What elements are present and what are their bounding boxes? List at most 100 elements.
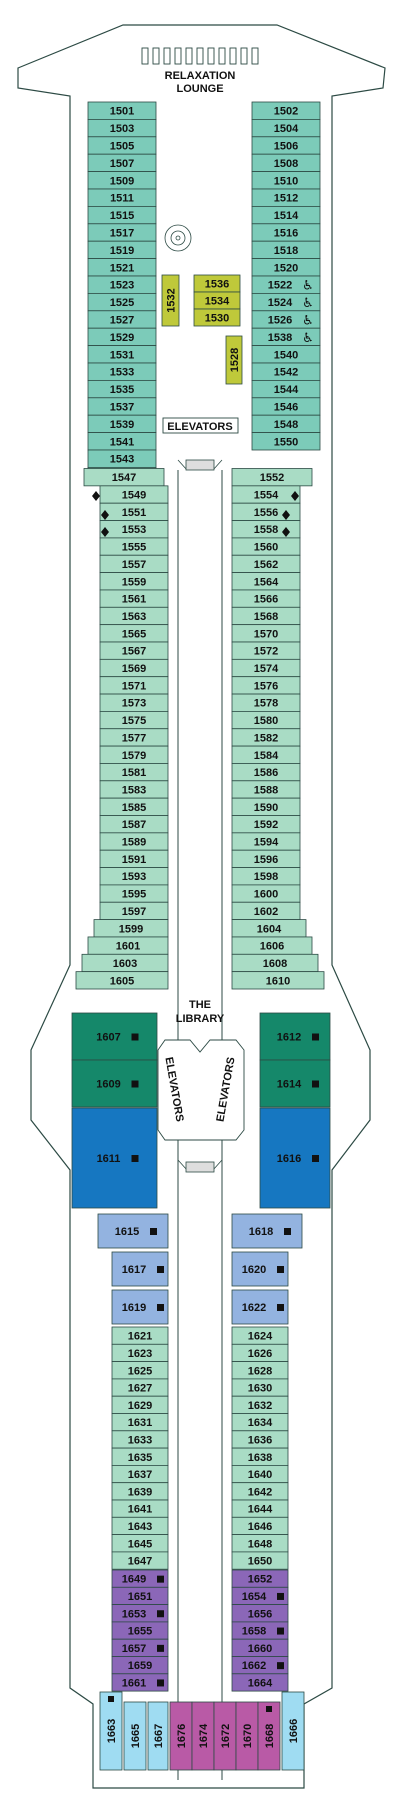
cabin-1550[interactable]: 1550 (251, 432, 321, 451)
cabin-1600[interactable]: 1600 (231, 884, 301, 903)
cabin-1659[interactable]: 1659 (111, 1656, 169, 1675)
cabin-1525[interactable]: 1525 (87, 292, 157, 312)
cabin-1603[interactable]: 1603 (81, 953, 169, 973)
cabin-1534[interactable]: 1534 (193, 291, 241, 310)
cabin-1608[interactable]: 1608 (231, 953, 319, 973)
cabin-1575[interactable]: 1575 (99, 711, 169, 730)
cabin-1642[interactable]: 1642 (231, 1482, 289, 1501)
cabin-1620[interactable]: 1620 (231, 1251, 289, 1287)
cabin-1554[interactable]: 1554 (231, 485, 301, 504)
cabin-1627[interactable]: 1627 (111, 1378, 169, 1397)
cabin-1670[interactable]: 1670 (235, 1701, 259, 1771)
cabin-1645[interactable]: 1645 (111, 1534, 169, 1553)
cabin-1578[interactable]: 1578 (231, 693, 301, 712)
cabin-1504[interactable]: 1504 (251, 119, 321, 138)
cabin-1514[interactable]: 1514 (251, 205, 321, 225)
cabin-1601[interactable]: 1601 (87, 936, 169, 955)
cabin-1612[interactable]: 1612 (259, 1012, 331, 1061)
cabin-1598[interactable]: 1598 (231, 867, 301, 886)
cabin-1657[interactable]: 1657 (111, 1638, 169, 1657)
cabin-1618[interactable]: 1618 (231, 1213, 303, 1249)
cabin-1562[interactable]: 1562 (231, 554, 301, 574)
cabin-1614[interactable]: 1614 (259, 1059, 331, 1108)
cabin-1509[interactable]: 1509 (87, 171, 157, 190)
cabin-1568[interactable]: 1568 (231, 606, 301, 626)
cabin-1538[interactable]: 1538♿ (251, 327, 321, 347)
cabin-1587[interactable]: 1587 (99, 815, 169, 834)
cabin-1607[interactable]: 1607 (71, 1012, 158, 1061)
cabin-1532[interactable]: 1532 (161, 274, 180, 327)
cabin-1585[interactable]: 1585 (99, 797, 169, 816)
cabin-1570[interactable]: 1570 (231, 624, 301, 643)
cabin-1665[interactable]: 1665 (123, 1701, 147, 1771)
cabin-1626[interactable]: 1626 (231, 1343, 289, 1363)
cabin-1559[interactable]: 1559 (99, 572, 169, 591)
cabin-1530[interactable]: 1530 (193, 308, 241, 327)
cabin-1576[interactable]: 1576 (231, 676, 301, 695)
cabin-1623[interactable]: 1623 (111, 1343, 169, 1363)
cabin-1619[interactable]: 1619 (111, 1289, 169, 1325)
cabin-1616[interactable]: 1616 (259, 1107, 331, 1209)
cabin-1523[interactable]: 1523 (87, 275, 157, 294)
cabin-1551[interactable]: 1551 (99, 502, 169, 521)
cabin-1537[interactable]: 1537 (87, 397, 157, 416)
cabin-1543[interactable]: 1543 (87, 449, 157, 468)
cabin-1565[interactable]: 1565 (99, 624, 169, 643)
cabin-1519[interactable]: 1519 (87, 240, 157, 259)
cabin-1625[interactable]: 1625 (111, 1361, 169, 1380)
cabin-1540[interactable]: 1540 (251, 345, 321, 364)
cabin-1606[interactable]: 1606 (231, 936, 313, 955)
cabin-1506[interactable]: 1506 (251, 136, 321, 155)
cabin-1653[interactable]: 1653 (111, 1604, 169, 1623)
cabin-1674[interactable]: 1674 (191, 1701, 215, 1771)
cabin-1522[interactable]: 1522♿ (251, 275, 321, 294)
cabin-1666[interactable]: 1666 (281, 1691, 305, 1771)
cabin-1574[interactable]: 1574 (231, 658, 301, 678)
cabin-1595[interactable]: 1595 (99, 884, 169, 903)
cabin-1589[interactable]: 1589 (99, 832, 169, 851)
cabin-1599[interactable]: 1599 (93, 919, 169, 938)
cabin-1579[interactable]: 1579 (99, 745, 169, 764)
cabin-1632[interactable]: 1632 (231, 1395, 289, 1414)
cabin-1505[interactable]: 1505 (87, 136, 157, 155)
cabin-1572[interactable]: 1572 (231, 641, 301, 660)
cabin-1567[interactable]: 1567 (99, 641, 169, 660)
cabin-1539[interactable]: 1539 (87, 414, 157, 434)
cabin-1577[interactable]: 1577 (99, 728, 169, 747)
cabin-1664[interactable]: 1664 (231, 1673, 289, 1692)
cabin-1650[interactable]: 1650 (231, 1551, 289, 1570)
cabin-1561[interactable]: 1561 (99, 589, 169, 608)
cabin-1507[interactable]: 1507 (87, 153, 157, 172)
cabin-1641[interactable]: 1641 (111, 1499, 169, 1518)
cabin-1542[interactable]: 1542 (251, 362, 321, 381)
cabin-1590[interactable]: 1590 (231, 797, 301, 816)
cabin-1596[interactable]: 1596 (231, 849, 301, 868)
cabin-1628[interactable]: 1628 (231, 1361, 289, 1380)
cabin-1556[interactable]: 1556 (231, 502, 301, 521)
cabin-1548[interactable]: 1548 (251, 414, 321, 434)
cabin-1649[interactable]: 1649 (111, 1569, 169, 1588)
cabin-1544[interactable]: 1544 (251, 379, 321, 399)
cabin-1527[interactable]: 1527 (87, 310, 157, 329)
cabin-1651[interactable]: 1651 (111, 1586, 169, 1606)
cabin-1655[interactable]: 1655 (111, 1621, 169, 1640)
cabin-1647[interactable]: 1647 (111, 1551, 169, 1570)
cabin-1549[interactable]: 1549 (99, 485, 169, 504)
cabin-1676[interactable]: 1676 (169, 1701, 193, 1771)
cabin-1566[interactable]: 1566 (231, 589, 301, 608)
cabin-1529[interactable]: 1529 (87, 327, 157, 347)
cabin-1541[interactable]: 1541 (87, 432, 157, 451)
cabin-1536[interactable]: 1536 (193, 274, 241, 293)
cabin-1634[interactable]: 1634 (231, 1413, 289, 1432)
cabin-1508[interactable]: 1508 (251, 153, 321, 172)
cabin-1517[interactable]: 1517 (87, 223, 157, 242)
cabin-1502[interactable]: 1502 (251, 101, 321, 120)
cabin-1643[interactable]: 1643 (111, 1516, 169, 1536)
cabin-1571[interactable]: 1571 (99, 676, 169, 695)
cabin-1637[interactable]: 1637 (111, 1465, 169, 1484)
cabin-1515[interactable]: 1515 (87, 205, 157, 225)
cabin-1609[interactable]: 1609 (71, 1059, 158, 1108)
cabin-1510[interactable]: 1510 (251, 171, 321, 190)
cabin-1533[interactable]: 1533 (87, 362, 157, 381)
cabin-1640[interactable]: 1640 (231, 1465, 289, 1484)
